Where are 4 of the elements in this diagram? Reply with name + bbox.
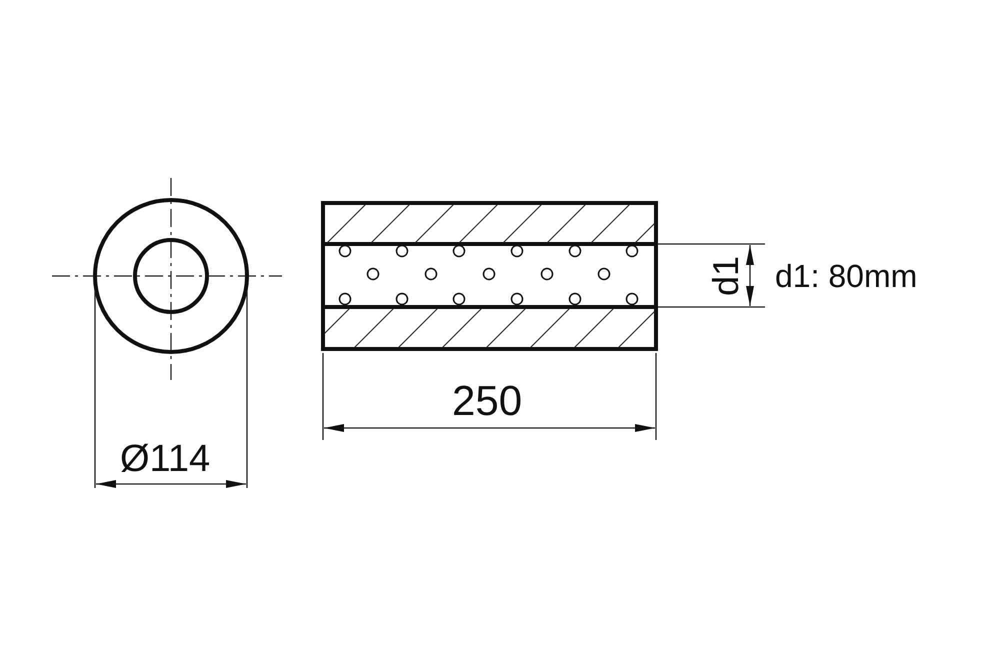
dimension-label: d1: 80mm bbox=[775, 260, 918, 292]
dimension-label: d1 bbox=[708, 256, 744, 296]
dimension-label: Ø114 bbox=[120, 440, 210, 478]
dimension-label: 250 bbox=[452, 380, 522, 422]
